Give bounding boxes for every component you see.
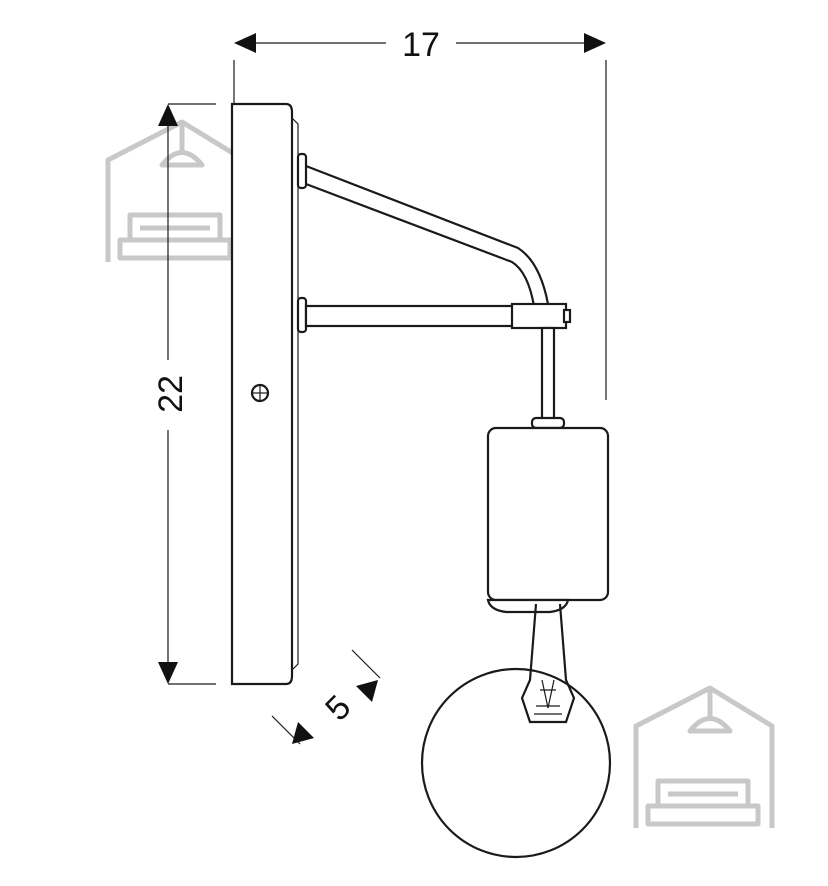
upper-mount-nub (296, 152, 308, 190)
lamp-socket (486, 426, 610, 602)
house-sofa-logo-icon-2 (633, 685, 775, 828)
dimension-width: 17 (233, 26, 607, 400)
diagonal-support-arm (305, 164, 550, 307)
dimension-height: 22 (152, 103, 216, 685)
dimension-depth-label: 5 (318, 688, 358, 728)
screw-icon (250, 383, 270, 403)
drop-rod (530, 326, 566, 430)
dimension-height-label: 22 (152, 375, 190, 413)
light-bulb (420, 598, 612, 859)
lower-mount-nub (296, 296, 308, 334)
house-sofa-logo-icon (105, 119, 247, 262)
horizontal-arm (304, 302, 572, 330)
dimension-width-label: 17 (402, 26, 440, 64)
